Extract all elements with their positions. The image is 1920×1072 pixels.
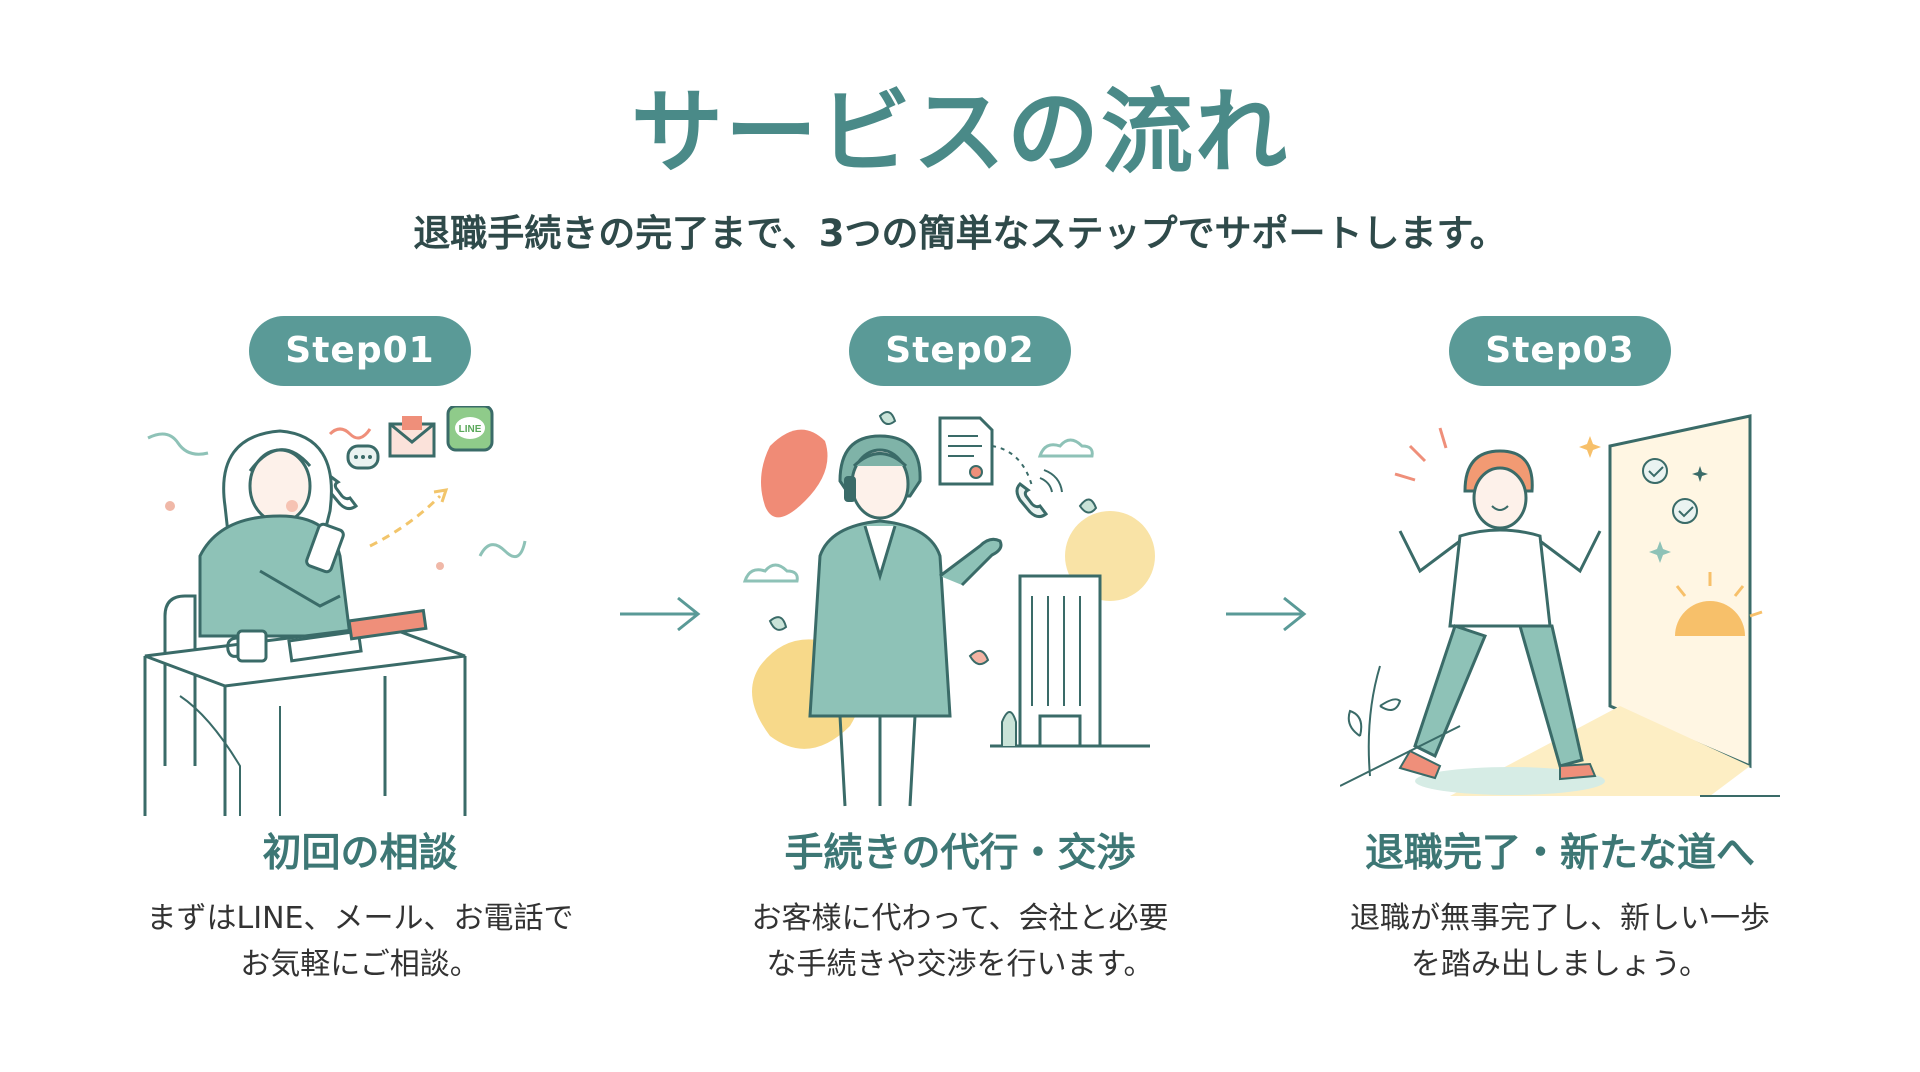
smartphone-icon <box>305 522 345 574</box>
step-2-badge: Step02 <box>849 316 1071 386</box>
cloud-icon <box>1037 438 1094 458</box>
consultation-illustration: LINE <box>143 406 527 816</box>
chair <box>163 594 197 766</box>
page-title: サービスの流れ <box>630 79 1289 186</box>
dashed-connector-decoration <box>991 445 1033 487</box>
notebook-icon <box>287 629 363 663</box>
line-icon-label: LINE <box>459 424 482 435</box>
step-3-card: Step03 <box>1300 316 1820 1016</box>
squiggle-decoration <box>328 427 372 440</box>
step-3-description: 退職が無事完了し、新しい一歩 を踏み出しましょう。 <box>1300 896 1820 988</box>
phone-icon <box>1015 469 1063 519</box>
step-1-desc-line-1: まずはLINE、メール、お電話で <box>146 901 574 936</box>
man-walking-figure <box>1398 449 1605 795</box>
document-icon <box>938 416 994 486</box>
step-3-desc-line-2: を踏み出しましょう。 <box>1410 947 1710 982</box>
motion-lines-decoration <box>1394 427 1448 482</box>
line-app-icon: LINE <box>446 406 494 452</box>
step-2-card: Step02 <box>700 316 1220 1016</box>
check-icon <box>1642 458 1668 484</box>
check-icon <box>1672 498 1698 524</box>
coral-blob-decoration <box>761 429 828 518</box>
businesswoman-figure <box>808 434 1003 807</box>
building-icon <box>990 574 1150 748</box>
leaf-icon <box>878 411 897 426</box>
squiggle-decoration <box>478 540 527 559</box>
squiggle-decoration <box>147 432 209 456</box>
step-3-title: 退職完了・新たな道へ <box>1364 831 1755 876</box>
arrowhead-decoration <box>433 488 449 503</box>
step-2-title: 手続きの代行・交渉 <box>784 831 1136 876</box>
chat-bubble-icon <box>346 444 380 470</box>
cloud-icon <box>742 563 799 583</box>
ground-line <box>1340 725 1780 797</box>
arrow-right-icon <box>620 596 701 632</box>
new-start-illustration <box>1340 414 1780 797</box>
sparkle-icon <box>1579 436 1601 458</box>
dashed-arrow-decoration <box>369 494 442 548</box>
sparkle-icon <box>1649 541 1671 563</box>
page-subtitle: 退職手続きの完了まで、3つの簡単なステップでサポートします。 <box>413 212 1507 255</box>
step-2-desc-line-2: な手続きや交渉を行います。 <box>766 947 1154 982</box>
arrow-right-icon <box>1226 596 1307 632</box>
dot-decoration <box>165 501 175 511</box>
envelope-icon <box>388 416 436 458</box>
step-1-title: 初回の相談 <box>262 831 458 876</box>
step-1-card: Step01 <box>100 316 620 1016</box>
step-2-description: お客様に代わって、会社と必要 な手続きや交渉を行います。 <box>700 896 1220 988</box>
sun-icon <box>1675 572 1763 636</box>
step-1-desc-line-2: お気軽にご相談。 <box>240 947 480 982</box>
step-3-badge: Step03 <box>1449 316 1671 386</box>
handset-icon <box>844 476 856 502</box>
mug-icon <box>226 629 268 663</box>
step-3-desc-line-1: 退職が無事完了し、新しい一歩 <box>1350 901 1770 936</box>
leaf-icon <box>968 649 990 666</box>
step-1-description: まずはLINE、メール、お電話で お気軽にご相談。 <box>100 896 620 988</box>
negotiation-illustration <box>742 411 1155 807</box>
step-2-desc-line-1: お客様に代わって、会社と必要 <box>751 901 1169 936</box>
plant-decoration <box>1347 665 1402 777</box>
leaf-icon <box>1078 498 1098 514</box>
woman-figure <box>198 429 352 638</box>
dot-decoration <box>436 562 444 570</box>
book-icon <box>347 608 428 641</box>
step-1-badge: Step01 <box>249 316 471 386</box>
leaf-icon <box>768 616 788 631</box>
sparkle-icon <box>1692 466 1708 482</box>
